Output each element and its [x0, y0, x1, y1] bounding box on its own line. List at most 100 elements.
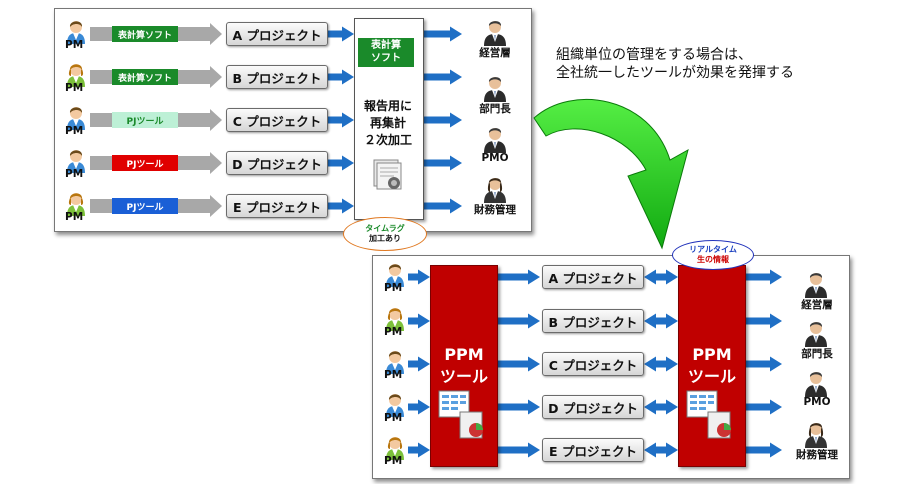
pm-label: PM	[65, 82, 84, 94]
reaggregation-line1: 報告用に	[363, 99, 412, 113]
tool-badge: PJツール	[112, 155, 178, 171]
pm-label: PM	[384, 455, 403, 467]
role-label: 部門長	[479, 103, 511, 115]
role-label: 財務管理	[474, 204, 516, 216]
blue-arrow	[408, 399, 430, 415]
role-label: PMO	[803, 396, 831, 408]
blue-arrow	[744, 442, 782, 458]
blue-arrow	[744, 269, 782, 285]
blue-arrow	[422, 155, 462, 171]
double-arrow	[644, 356, 678, 372]
double-arrow	[644, 442, 678, 458]
blue-arrow	[408, 442, 430, 458]
pm-icon	[386, 351, 404, 374]
blue-arrow	[744, 356, 782, 372]
note-line1: 組織単位の管理をする場合は、	[556, 47, 752, 63]
project-box: E プロジェクト	[226, 194, 328, 218]
executive-icon	[484, 21, 506, 46]
project-box: B プロジェクト	[226, 65, 328, 89]
role-label: 経営層	[801, 299, 833, 311]
blue-arrow	[744, 313, 782, 329]
pm-label: PM	[384, 282, 403, 294]
blue-arrow	[328, 112, 354, 128]
blue-arrow	[328, 155, 354, 171]
double-arrow	[644, 313, 678, 329]
tool-badge: 表計算ソフト	[112, 69, 178, 85]
project-box: A プロジェクト	[542, 265, 644, 289]
ppm-tool-left-line1: PPM	[444, 345, 484, 364]
pm-icon	[386, 437, 404, 460]
ppm-tool-right-line1: PPM	[692, 345, 732, 364]
spreadsheet-header-line1: 表計算	[371, 40, 401, 51]
reaggregation-text: 報告用に 再集計 ２次加工	[356, 98, 420, 149]
report-icon-left	[438, 390, 483, 439]
pm-label: PM	[384, 326, 403, 338]
blue-arrow	[496, 442, 540, 458]
double-arrow	[644, 269, 678, 285]
tool-badge: 表計算ソフト	[112, 26, 178, 42]
blue-arrow	[496, 356, 540, 372]
ppm-tool-right-line2: ツール	[687, 367, 736, 386]
blue-arrow	[422, 112, 462, 128]
reaggregation-line3: ２次加工	[363, 133, 412, 147]
project-box: A プロジェクト	[226, 22, 328, 46]
project-box: C プロジェクト	[226, 108, 328, 132]
blue-arrow	[408, 269, 430, 285]
pm-label: PM	[384, 412, 403, 424]
role-label: 財務管理	[796, 449, 838, 461]
pm-label: PM	[65, 125, 84, 137]
role-label: PMO	[481, 152, 509, 164]
blue-arrow	[744, 399, 782, 415]
pm-label: PM	[384, 369, 403, 381]
blue-arrow	[328, 69, 354, 85]
project-box: D プロジェクト	[226, 151, 328, 175]
reaggregation-line2: 再集計	[369, 116, 406, 130]
realtime-line2: 生の情報	[697, 255, 729, 264]
executive-icon	[805, 372, 827, 397]
blue-arrow	[422, 198, 462, 214]
time-lag-line2: 加工あり	[369, 234, 401, 243]
blue-arrow	[496, 313, 540, 329]
blue-arrow	[496, 399, 540, 415]
pm-icon	[67, 21, 85, 44]
spreadsheet-header-line2: ソフト	[371, 53, 401, 64]
blue-arrow	[328, 26, 354, 42]
note-text: 組織単位の管理をする場合は、 全社統一したツールが効果を発揮する	[556, 46, 794, 82]
report-icon-right	[686, 390, 731, 439]
tool-badge: PJツール	[112, 198, 178, 214]
realtime-oval: リアルタイム 生の情報	[672, 240, 754, 270]
pm-icon	[67, 150, 85, 173]
pm-icon	[67, 107, 85, 130]
blue-arrow	[422, 26, 462, 42]
pm-icon	[386, 394, 404, 417]
executive-icon	[805, 423, 827, 448]
tool-badge: PJツール	[112, 112, 178, 128]
project-box: B プロジェクト	[542, 309, 644, 333]
pm-icon	[386, 308, 404, 331]
pm-label: PM	[65, 168, 84, 180]
ppm-tool-left-line2: ツール	[439, 367, 488, 386]
executive-icon	[805, 322, 827, 347]
realtime-line1: リアルタイム	[689, 245, 737, 254]
pm-icon	[67, 64, 85, 87]
blue-arrow	[422, 69, 462, 85]
executive-icon	[484, 128, 506, 153]
role-label: 経営層	[479, 47, 511, 59]
role-label: 部門長	[801, 348, 833, 360]
blue-arrow	[496, 269, 540, 285]
pm-icon	[67, 193, 85, 216]
double-arrow	[644, 399, 678, 415]
note-line2: 全社統一したツールが効果を発揮する	[556, 65, 794, 81]
document-stack-icon	[373, 159, 402, 190]
executive-icon	[805, 273, 827, 298]
executive-icon	[484, 77, 506, 102]
project-box: D プロジェクト	[542, 395, 644, 419]
spreadsheet-header: 表計算 ソフト	[358, 38, 414, 67]
blue-arrow	[328, 198, 354, 214]
executive-icon	[484, 178, 506, 203]
pm-label: PM	[65, 211, 84, 223]
pm-icon	[386, 264, 404, 287]
time-lag-line1: タイムラグ	[365, 224, 405, 233]
